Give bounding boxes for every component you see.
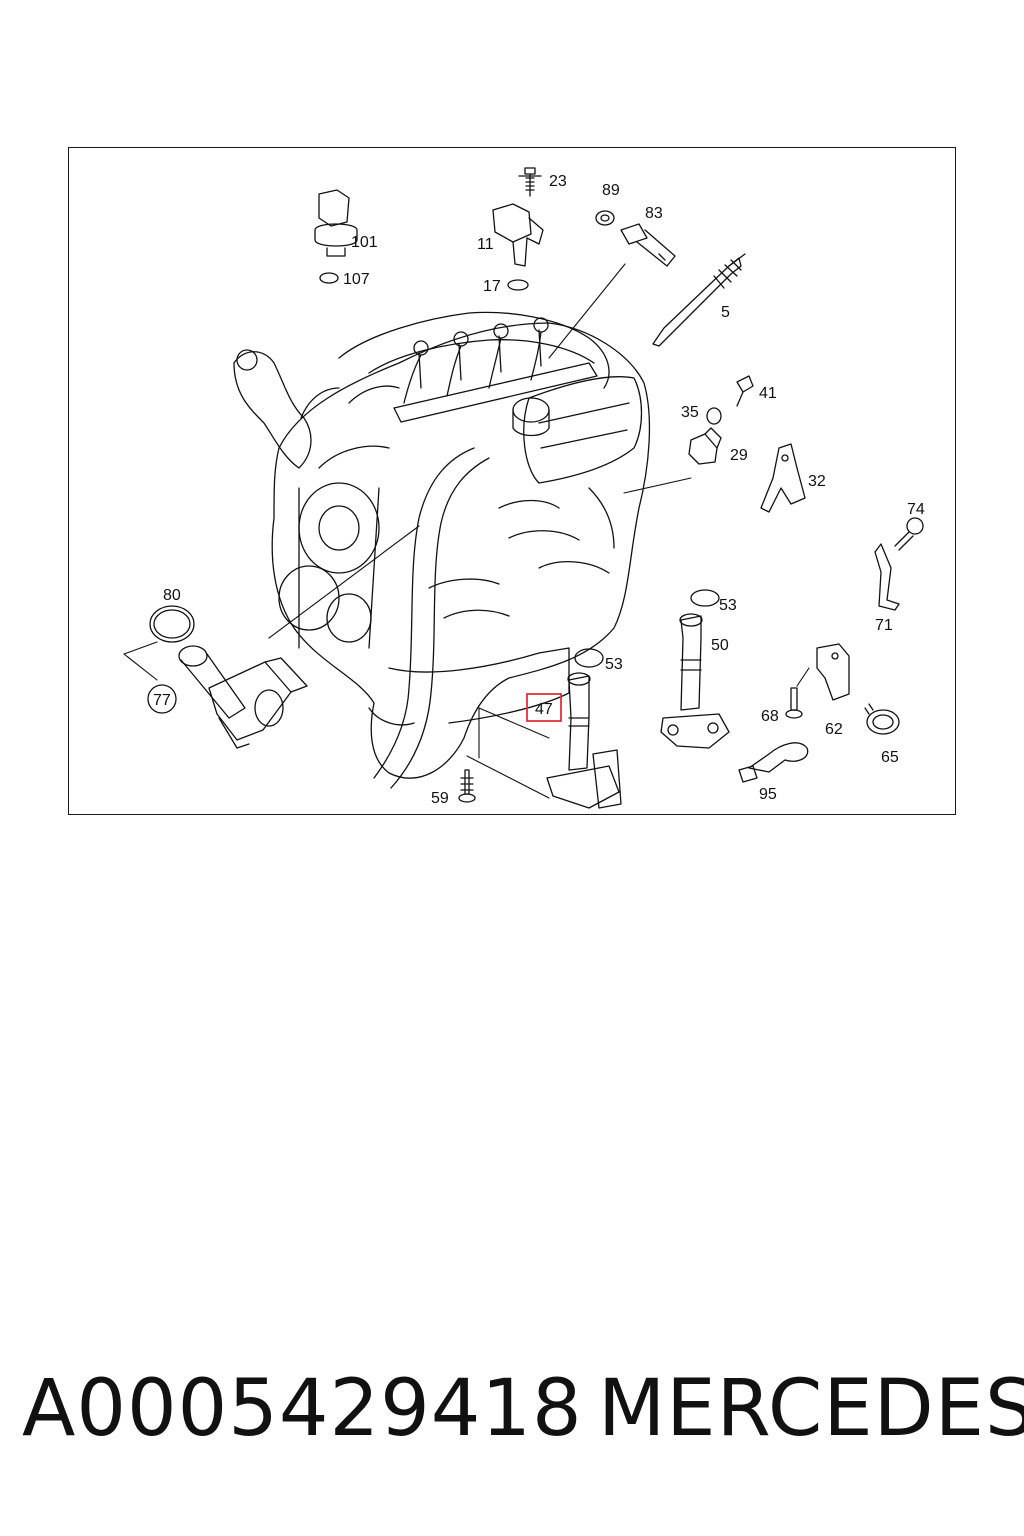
callout-23[interactable]: 23: [549, 173, 567, 190]
part-32-bracket-drawing: [760, 443, 806, 513]
callout-89[interactable]: 89: [602, 182, 620, 199]
callout-83[interactable]: 83: [645, 205, 663, 222]
callout-53-upper[interactable]: 53: [719, 597, 737, 614]
part-47-tube-drawing: [546, 672, 622, 809]
part-77-sensor-drawing: [178, 645, 308, 749]
part-71-bracket-drawing: [874, 543, 900, 611]
callout-107[interactable]: 107: [343, 271, 370, 288]
callout-77[interactable]: 77: [153, 692, 171, 709]
part-35-ring-drawing: [706, 407, 722, 425]
part-number-label: A0005429418: [22, 1364, 583, 1454]
part-50-tube-drawing: [660, 613, 730, 749]
part-89-washer-drawing: [595, 210, 615, 226]
part-29-sensor-drawing: [688, 427, 722, 465]
part-65-clamp-drawing: [864, 703, 900, 735]
callout-35[interactable]: 35: [681, 404, 699, 421]
part-95-tie-drawing: [738, 742, 809, 783]
callout-5[interactable]: 5: [721, 304, 730, 321]
callout-11[interactable]: 11: [477, 236, 494, 253]
engine-exploded-diagram: 23 89 83 101 11 107 17 5 41 35 29 32 74 …: [123, 167, 925, 809]
part-74-bolt-drawing: [894, 517, 924, 551]
callout-74[interactable]: 74: [907, 501, 925, 518]
leader-lines: [123, 263, 810, 799]
parts-diagram-frame: 23 89 83 101 11 107 17 5 41 35 29 32 74 …: [68, 147, 956, 815]
part-59-bolt-drawing: [458, 769, 476, 803]
brand-label: MERCEDES: [598, 1364, 1024, 1454]
part-62-bracket-drawing: [816, 643, 850, 701]
part-107-oring-drawing: [319, 272, 339, 284]
part-5-glowplug-drawing: [652, 253, 746, 347]
callout-95[interactable]: 95: [759, 786, 777, 803]
part-23-bolt-drawing: [518, 167, 542, 197]
callout-62[interactable]: 62: [825, 721, 843, 738]
callout-47[interactable]: 47: [535, 701, 553, 718]
callout-41[interactable]: 41: [759, 385, 777, 402]
callout-47-highlight-box: [526, 693, 562, 722]
callout-29[interactable]: 29: [730, 447, 748, 464]
callout-77-circle: [147, 684, 177, 714]
callout-53-lower[interactable]: 53: [605, 656, 623, 673]
callout-59[interactable]: 59: [431, 790, 449, 807]
callout-65[interactable]: 65: [881, 749, 899, 766]
callout-numbers: 23 89 83 101 11 107 17 5 41 35 29 32 74 …: [147, 173, 925, 807]
part-11-sensor-drawing: [492, 203, 544, 267]
callout-101[interactable]: 101: [351, 234, 378, 251]
callout-50[interactable]: 50: [711, 637, 729, 654]
part-17-oring-drawing: [507, 279, 529, 291]
part-101-switch-drawing: [314, 189, 358, 257]
part-68-bolt-drawing: [785, 687, 803, 719]
callout-80[interactable]: 80: [163, 587, 181, 604]
part-41-plug-drawing: [736, 375, 754, 407]
part-53-oring-top-drawing: [690, 589, 720, 607]
callout-68[interactable]: 68: [761, 708, 779, 725]
callout-17[interactable]: 17: [483, 278, 501, 295]
callout-32[interactable]: 32: [808, 473, 826, 490]
engine-block-drawing: [233, 311, 651, 789]
part-80-oring-drawing: [149, 605, 195, 643]
callout-71[interactable]: 71: [875, 617, 893, 634]
part-53-oring-lower-drawing: [574, 648, 604, 668]
part-83-sensor-drawing: [620, 223, 676, 267]
